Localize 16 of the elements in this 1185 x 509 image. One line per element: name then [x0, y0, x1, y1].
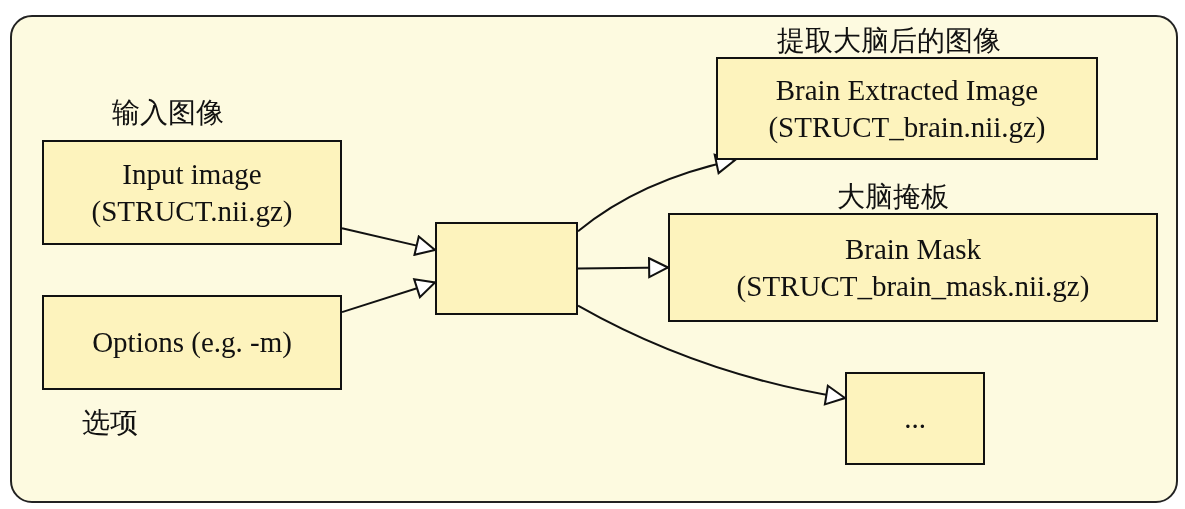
process-box	[435, 222, 578, 315]
arrow	[341, 278, 436, 314]
caption-label: 提取大脑后的图像	[777, 23, 1001, 59]
arrow	[341, 227, 436, 256]
box-label: Brain Extracted Image (STRUCT_brain.nii.gz)	[767, 73, 1047, 145]
arrow	[577, 153, 737, 233]
box-label: Brain Mask (STRUCT_brain_mask.nii.gz)	[735, 232, 1091, 304]
process-box	[845, 372, 985, 465]
box-label: Input image (STRUCT.nii.gz)	[90, 157, 294, 229]
arrow	[577, 304, 846, 406]
arrow	[577, 257, 669, 279]
box-label: ...	[904, 401, 926, 437]
caption-label: 大脑掩板	[837, 179, 949, 215]
box-label: Options (e.g. -m)	[92, 325, 292, 361]
caption-label: 选项	[82, 405, 138, 441]
caption-label: 输入图像	[112, 95, 224, 131]
